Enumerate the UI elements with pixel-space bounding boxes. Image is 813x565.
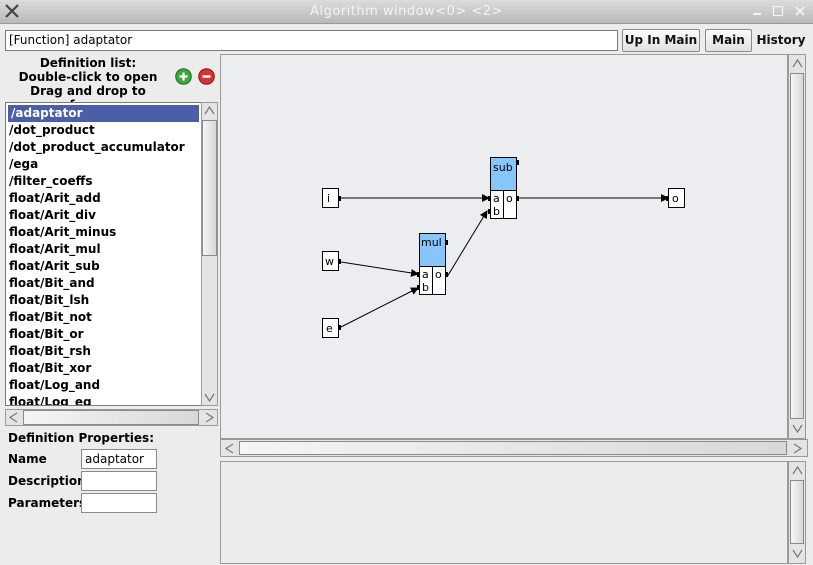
scroll-up-arrow-icon[interactable] bbox=[790, 463, 805, 478]
maximize-icon[interactable] bbox=[770, 3, 786, 19]
mul-node[interactable]: mul a b o bbox=[417, 233, 448, 295]
mul-port-o: o bbox=[435, 268, 442, 281]
sub-node-title: sub bbox=[493, 161, 513, 174]
input-i-label: i bbox=[327, 192, 330, 205]
definition-list-item[interactable]: float/Arit_div bbox=[9, 208, 96, 222]
mul-node-title: mul bbox=[421, 236, 442, 249]
x-logo-icon[interactable] bbox=[4, 3, 20, 19]
edge-mul-to-sub-b bbox=[446, 210, 488, 278]
list-hscroll-thumb[interactable] bbox=[23, 410, 199, 425]
definition-list-header: Definition list: Double-click to open Dr… bbox=[0, 56, 176, 112]
parameters-label: Parameters bbox=[8, 496, 87, 510]
name-field[interactable]: adaptator bbox=[81, 449, 157, 469]
algorithm-canvas[interactable]: i w e o sub a bbox=[220, 54, 788, 439]
scroll-down-arrow-icon[interactable] bbox=[790, 421, 805, 436]
canvas-hscroll-thumb[interactable] bbox=[239, 441, 787, 455]
definition-list-item[interactable]: float/Log_eq bbox=[9, 395, 92, 406]
definition-list-item[interactable]: float/Arit_add bbox=[9, 191, 101, 205]
definition-list-item[interactable]: float/Bit_lsh bbox=[9, 293, 90, 307]
edge-e-to-mul-b bbox=[340, 287, 419, 328]
input-node-i[interactable]: i bbox=[322, 188, 342, 208]
canvas-horizontal-scrollbar[interactable] bbox=[220, 439, 808, 457]
scroll-down-arrow-icon[interactable] bbox=[202, 390, 217, 405]
up-in-main-button[interactable]: Up In Main bbox=[622, 29, 700, 52]
definition-list-item[interactable]: /dot_product bbox=[9, 123, 95, 137]
definition-list-hint-open: Double-click to open bbox=[18, 70, 158, 84]
definition-list[interactable]: /adaptator/dot_product/dot_product_accum… bbox=[5, 102, 202, 406]
mul-port-a: a bbox=[422, 268, 429, 281]
title-bar[interactable]: Algorithm window<0> <2> bbox=[0, 0, 813, 24]
name-label: Name bbox=[8, 452, 47, 466]
sub-port-a: a bbox=[493, 192, 500, 205]
output-scroll-thumb[interactable] bbox=[790, 480, 804, 544]
window-title: Algorithm window<0> <2> bbox=[310, 4, 503, 19]
definition-list-item[interactable]: float/Bit_not bbox=[9, 310, 92, 324]
minimize-icon[interactable] bbox=[749, 3, 765, 19]
description-label: Description bbox=[8, 474, 86, 488]
add-definition-icon[interactable] bbox=[175, 68, 192, 85]
list-scroll-thumb[interactable] bbox=[202, 120, 217, 256]
main-button[interactable]: Main bbox=[705, 29, 752, 52]
sub-node[interactable]: sub a b o bbox=[488, 157, 519, 219]
sub-port-o: o bbox=[506, 192, 513, 205]
function-field[interactable]: [Function] adaptator bbox=[5, 30, 618, 51]
definition-list-item[interactable]: float/Bit_and bbox=[9, 276, 95, 290]
definition-list-item[interactable]: float/Log_and bbox=[9, 378, 101, 392]
output-node-o[interactable]: o bbox=[666, 188, 685, 208]
scroll-left-arrow-icon[interactable] bbox=[222, 441, 237, 456]
scroll-up-arrow-icon[interactable] bbox=[790, 56, 805, 71]
canvas-vscroll-thumb[interactable] bbox=[790, 73, 804, 419]
canvas-vertical-scrollbar[interactable] bbox=[788, 54, 806, 439]
definition-list-item[interactable]: /filter_coeffs bbox=[9, 174, 93, 188]
definition-list-item[interactable]: /adaptator bbox=[8, 105, 199, 122]
edge-w-to-mul-a bbox=[340, 261, 419, 277]
input-e-label: e bbox=[326, 322, 333, 335]
scroll-right-arrow-icon[interactable] bbox=[790, 441, 805, 456]
scroll-right-arrow-icon[interactable] bbox=[202, 410, 217, 425]
description-field[interactable] bbox=[81, 471, 157, 491]
definition-list-item[interactable]: /ega bbox=[9, 157, 39, 171]
scroll-up-arrow-icon[interactable] bbox=[202, 103, 217, 118]
input-node-w[interactable]: w bbox=[322, 251, 342, 271]
close-icon[interactable] bbox=[792, 3, 808, 19]
list-vertical-scrollbar[interactable] bbox=[201, 102, 218, 406]
mul-port-b: b bbox=[422, 281, 429, 294]
definition-list-item[interactable]: float/Arit_minus bbox=[9, 225, 117, 239]
definition-list-title: Definition list: bbox=[39, 56, 137, 70]
input-w-label: w bbox=[325, 255, 334, 268]
sub-port-b: b bbox=[493, 205, 500, 218]
scroll-down-arrow-icon[interactable] bbox=[790, 546, 805, 561]
output-o-label: o bbox=[672, 192, 679, 205]
list-horizontal-scrollbar[interactable] bbox=[5, 409, 218, 426]
output-panel[interactable] bbox=[220, 461, 788, 564]
parameters-field[interactable] bbox=[81, 493, 157, 513]
definition-list-item[interactable]: /dot_product_accumulator bbox=[9, 140, 185, 154]
properties-title: Definition Properties: bbox=[8, 431, 154, 445]
scroll-left-arrow-icon[interactable] bbox=[6, 410, 21, 425]
remove-definition-icon[interactable] bbox=[198, 68, 215, 85]
definition-list-item[interactable]: float/Bit_rsh bbox=[9, 344, 91, 358]
output-panel-scrollbar[interactable] bbox=[788, 461, 806, 564]
definition-list-item[interactable]: float/Arit_sub bbox=[9, 259, 100, 273]
definition-list-item[interactable]: float/Arit_mul bbox=[9, 242, 101, 256]
history-button[interactable]: History bbox=[756, 33, 806, 47]
definition-list-item[interactable]: float/Bit_or bbox=[9, 327, 84, 341]
definition-list-item[interactable]: float/Bit_xor bbox=[9, 361, 92, 375]
input-node-e[interactable]: e bbox=[322, 318, 342, 338]
